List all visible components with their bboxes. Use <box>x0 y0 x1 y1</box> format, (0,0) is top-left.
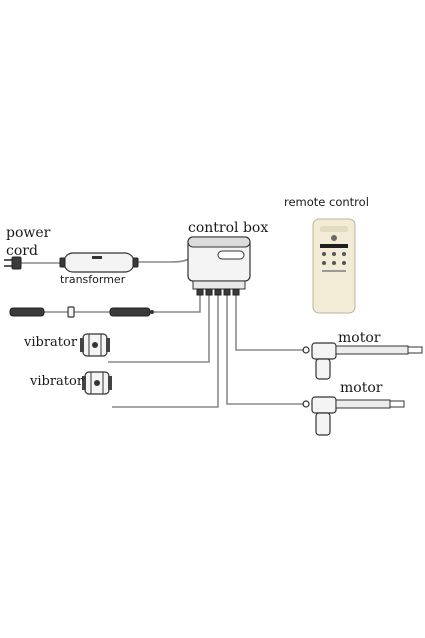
motor-1-icon <box>302 342 423 380</box>
control-box-to-motor-1-wire <box>235 292 304 351</box>
extension-cable-icon <box>9 306 154 318</box>
control-box-label: control box <box>188 220 268 236</box>
extension-to-control-box-wire <box>150 290 201 313</box>
remote-control-icon <box>312 218 356 314</box>
vibrator-1-icon <box>80 333 110 357</box>
vibrator-2-icon <box>82 371 112 395</box>
motor-1-label: motor <box>338 330 381 346</box>
vibrator-2-label: vibrator <box>29 374 84 389</box>
remote-control-label: remote control <box>284 195 369 209</box>
power-cord-label-line2: cord <box>6 243 38 259</box>
wires <box>20 257 304 408</box>
motor-2-label: motor <box>340 380 383 396</box>
control-box-to-vibrator-1-wire <box>108 292 210 363</box>
control-box-icon <box>187 236 251 296</box>
transformer-label: transformer <box>60 273 126 286</box>
control-box-to-motor-2-wire <box>226 292 304 405</box>
power-plug-icon <box>4 256 22 270</box>
transformer-to-control-box-wire <box>134 257 191 263</box>
motor-2-icon <box>302 396 405 436</box>
control-box-to-vibrator-2-wire <box>112 292 219 408</box>
power-cord-label-line1: power <box>6 225 51 241</box>
transformer-icon <box>59 252 139 273</box>
vibrator-1-label: vibrator <box>23 335 78 350</box>
